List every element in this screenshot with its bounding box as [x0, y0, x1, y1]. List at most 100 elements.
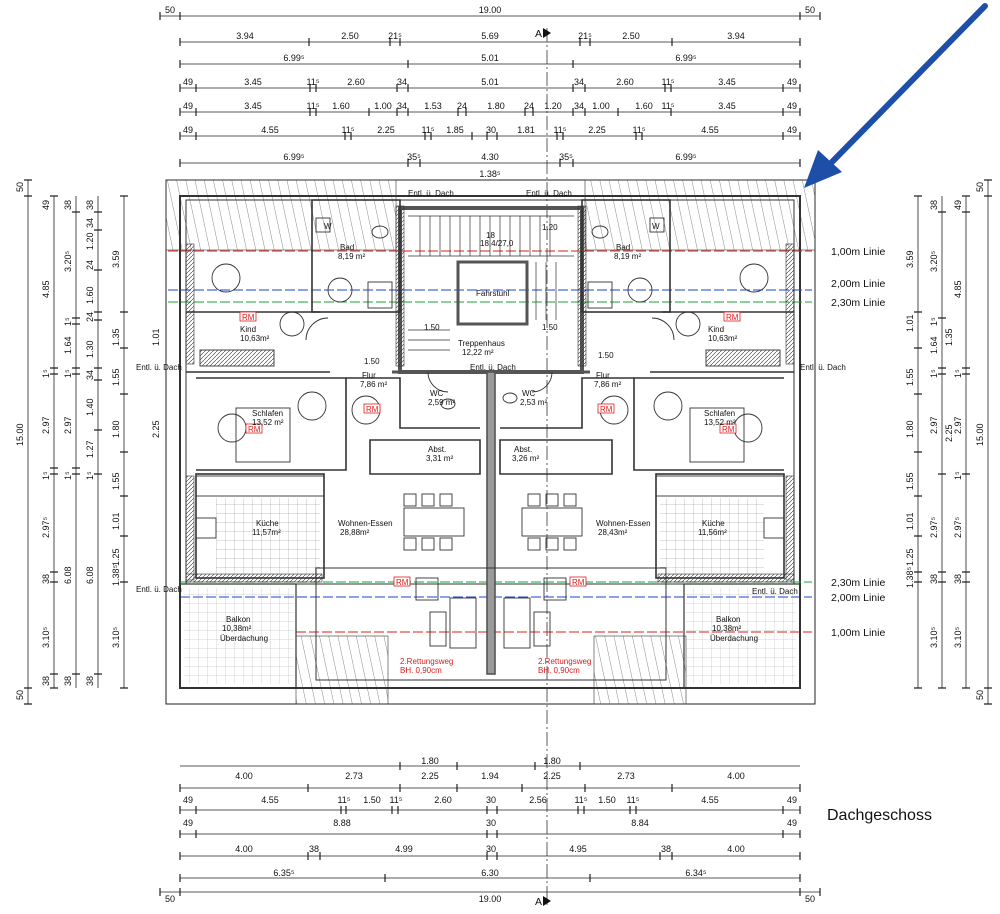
- dim-label: 2.73: [345, 771, 363, 781]
- svg-text:Abst.: Abst.: [514, 445, 532, 454]
- dim-label: 1.55: [905, 368, 915, 386]
- dim-label: 1.60: [635, 101, 653, 111]
- dim-label: 1⁵: [929, 317, 939, 326]
- svg-text:RM: RM: [242, 313, 255, 322]
- dim-label: 1.27: [85, 440, 95, 458]
- dim-label: 2.50: [341, 31, 359, 41]
- dim-label: 3.45: [244, 101, 262, 111]
- dim-label: 1.25: [905, 548, 915, 566]
- dim-label: 1.80: [111, 420, 121, 438]
- dim-label: 1.40: [85, 398, 95, 416]
- dim-label: 50: [805, 894, 815, 904]
- dim-label: 11⁵: [626, 795, 639, 805]
- dim-label: 38: [953, 574, 963, 584]
- svg-text:Balkon: Balkon: [226, 615, 250, 624]
- dim-label: 34: [574, 101, 584, 111]
- rm-marker-6: RM: [719, 423, 737, 434]
- dim-label: 1.94: [481, 771, 499, 781]
- svg-text:28,88m²: 28,88m²: [340, 528, 370, 537]
- dim-label: 1.80: [543, 756, 561, 766]
- section-marker-top: A: [535, 28, 542, 40]
- dim-label: 49: [41, 200, 51, 210]
- dim-label: 2.25: [421, 771, 439, 781]
- entl-label-right: Entl. ü. Dach: [800, 363, 846, 372]
- dim-label: 3.45: [718, 101, 736, 111]
- svg-text:Kind: Kind: [708, 325, 724, 334]
- dim-label: 1.80: [905, 420, 915, 438]
- svg-text:8,19 m²: 8,19 m²: [338, 252, 365, 261]
- svg-text:10,38m²: 10,38m²: [222, 624, 252, 633]
- dim-label: 24: [85, 260, 95, 270]
- dim-label: 2.60: [347, 77, 365, 87]
- dim-label: 1.53: [424, 101, 442, 111]
- dim-label: 4.30: [481, 152, 499, 162]
- dim-label: 15.00: [975, 423, 985, 446]
- dim-label: 8.88: [333, 818, 351, 828]
- dim-label: 2.25: [543, 771, 561, 781]
- svg-text:Wohnen-Essen: Wohnen-Essen: [596, 519, 651, 528]
- dim-label: 50: [15, 182, 25, 192]
- dim-label: 1.50: [363, 795, 381, 805]
- left-dimension-chains: [24, 179, 128, 705]
- washer-label: W: [324, 222, 332, 231]
- dim-label: 11⁵: [661, 77, 674, 87]
- svg-text:Kind: Kind: [240, 325, 256, 334]
- dim-label: 49: [183, 77, 193, 87]
- svg-text:2,59 m²: 2,59 m²: [428, 398, 455, 407]
- dim-label: 8.84: [631, 818, 649, 828]
- dim-label: 2.25: [944, 424, 954, 442]
- svg-text:Flur: Flur: [596, 371, 610, 380]
- svg-text:11,56m²: 11,56m²: [698, 528, 727, 537]
- dim-label: 2.97: [41, 416, 51, 434]
- dim-label: 38: [661, 844, 671, 854]
- dim-label: 3.94: [727, 31, 745, 41]
- label-1m-line-bottom: 1,00m Linie: [831, 627, 885, 639]
- dim-note: 1.20: [542, 223, 558, 232]
- dim-label: 1.01: [151, 328, 161, 346]
- dim-label: 15.00: [15, 423, 25, 446]
- dim-label: 49: [787, 125, 797, 135]
- dim-label: 38: [63, 676, 73, 686]
- svg-text:Überdachung: Überdachung: [220, 634, 268, 643]
- label-2m-line-top: 2,00m Linie: [831, 278, 885, 290]
- svg-text:WC: WC: [430, 389, 444, 398]
- dim-label: 50: [975, 690, 985, 700]
- dim-label: 24: [457, 101, 467, 111]
- dim-label: 6.08: [63, 566, 73, 584]
- label-2-30m-line-bottom: 2,30m Linie: [831, 577, 885, 589]
- rm-marker-5: RM: [245, 423, 263, 434]
- dim-label: 1.00: [592, 101, 610, 111]
- dim-label: 19.00: [479, 5, 502, 15]
- dim-label: 3.10⁵: [953, 626, 963, 648]
- svg-text:28,43m²: 28,43m²: [598, 528, 628, 537]
- right-dimension-labels: 3.59 1.01 1.35 1.55 1.80 2.25 1.55 1.01 …: [905, 182, 985, 700]
- dim-label: 1⁵: [41, 471, 51, 480]
- height-line-labels: 1,00m Linie 2,00m Linie 2,30m Linie 2,30…: [831, 246, 885, 639]
- svg-text:Küche: Küche: [256, 519, 279, 528]
- section-marker-bottom: A: [535, 896, 542, 908]
- dim-label: 21⁵: [578, 31, 592, 41]
- rm-marker-4: RM: [597, 403, 615, 414]
- dim-label: 1.55: [111, 368, 121, 386]
- dim-label: 38: [85, 676, 95, 686]
- entl-label-top-left: Entl. ü. Dach: [408, 189, 454, 198]
- dim-label: 50: [805, 5, 815, 15]
- dim-label: 50: [15, 690, 25, 700]
- dim-label: 34: [397, 77, 407, 87]
- dim-label: 3.45: [718, 77, 736, 87]
- dim-label: 50: [165, 894, 175, 904]
- dim-label: 1.60: [85, 286, 95, 304]
- roof-overhang: [165, 179, 816, 705]
- dim-label: 1.38⁵: [111, 564, 121, 586]
- dim-label: 30: [486, 844, 496, 854]
- svg-text:Überdachung: Überdachung: [710, 634, 758, 643]
- dim-label: 1.01: [111, 512, 121, 530]
- dim-label: 6.99⁵: [283, 53, 305, 63]
- dim-label: 1.55: [111, 472, 121, 490]
- dim-label: 2.97: [63, 416, 73, 434]
- dim-label: 34: [397, 101, 407, 111]
